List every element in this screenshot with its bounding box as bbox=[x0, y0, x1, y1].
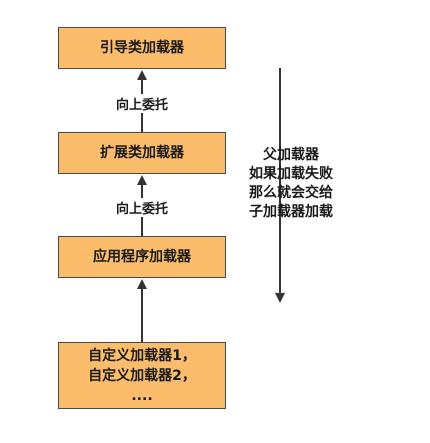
note-line-4: 子加载器加载 bbox=[249, 204, 333, 220]
custom-loader-line-2: 自定义加载器2， bbox=[88, 367, 196, 384]
application-loader-box: 应用程序加载器 bbox=[58, 236, 226, 278]
custom-loader-line-1: 自定义加载器1， bbox=[88, 347, 196, 364]
fallback-note: 父加载器 如果加载失败 那么就会交给 子加载器加载 bbox=[236, 146, 346, 222]
delegate-up-label-top: 向上委托 bbox=[114, 94, 171, 113]
extension-loader-box: 扩展类加载器 bbox=[58, 132, 226, 174]
delegate-up-label-bottom: 向上委托 bbox=[114, 198, 171, 217]
bootstrap-loader-box: 引导类加载器 bbox=[58, 27, 226, 69]
custom-loaders-box: 自定义加载器1， 自定义加载器2， .... bbox=[58, 342, 226, 409]
note-line-1: 父加载器 bbox=[263, 147, 319, 163]
note-line-3: 那么就会交给 bbox=[249, 185, 333, 201]
custom-loader-line-3: .... bbox=[131, 387, 153, 404]
note-line-2: 如果加载失败 bbox=[249, 166, 333, 182]
